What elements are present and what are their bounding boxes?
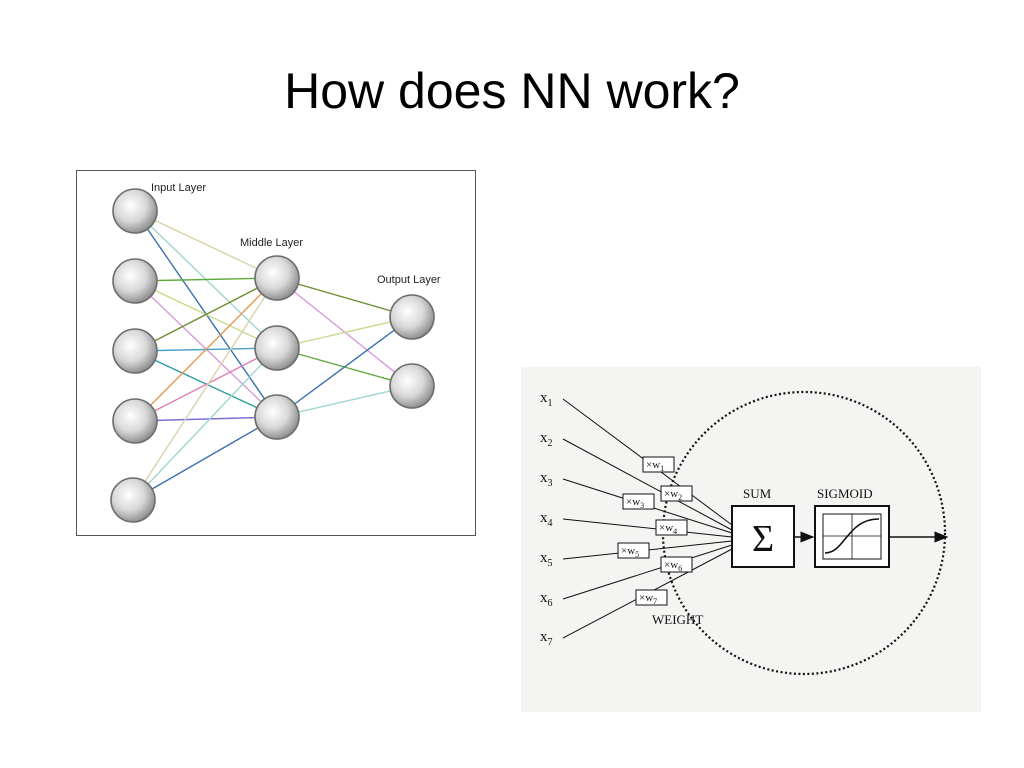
sum-symbol: Σ bbox=[752, 518, 774, 560]
input-variable-label: x5 bbox=[540, 550, 553, 569]
input-variable-label: x7 bbox=[540, 629, 553, 648]
input-line bbox=[562, 544, 733, 600]
middle-neuron bbox=[254, 255, 300, 301]
input-variable-label: x1 bbox=[540, 390, 553, 409]
weight-box bbox=[660, 485, 693, 502]
middle-output-connection bbox=[276, 277, 413, 318]
weight-box-label: ×w2 bbox=[664, 488, 682, 502]
input-middle-connection bbox=[132, 277, 278, 501]
input-variable-label: x2 bbox=[540, 430, 553, 449]
input-neuron bbox=[110, 477, 156, 523]
output-layer-label: Output Layer bbox=[377, 274, 441, 286]
weight-box-label: ×w7 bbox=[639, 592, 657, 606]
slide-title: How does NN work? bbox=[284, 63, 740, 119]
weight-boxes: ×w1 ×w2 ×w3 ×w4 ×w5 ×w6 ×w7 bbox=[617, 456, 693, 606]
input-variable-label: x4 bbox=[540, 510, 553, 529]
input-middle-connection bbox=[132, 347, 278, 501]
input-middle-connection bbox=[134, 277, 278, 282]
input-middle-connection bbox=[132, 416, 278, 501]
neuron-diagram: x1 x2 x3 x4 x5 x6 x7 ×w1 ×w2 ×w3 ×w4 ×w5 ×w6 ×w7 WEI… bbox=[540, 390, 949, 676]
weight-label: WEIGHT bbox=[652, 612, 703, 627]
input-neuron bbox=[112, 328, 158, 374]
sum-box bbox=[731, 505, 795, 568]
input-line bbox=[562, 518, 733, 538]
input-neuron bbox=[112, 258, 158, 304]
weight-box bbox=[655, 519, 688, 536]
output-neuron bbox=[389, 363, 435, 409]
weight-box bbox=[642, 456, 675, 473]
middle-layer-label: Middle Layer bbox=[240, 237, 303, 249]
input-middle-connection bbox=[134, 347, 278, 422]
weight-box bbox=[617, 542, 650, 559]
neuron-boundary bbox=[661, 390, 947, 676]
connection-lines bbox=[132, 210, 413, 501]
input-layer-label: Input Layer bbox=[151, 182, 206, 194]
input-middle-connection bbox=[134, 277, 278, 422]
input-middle-connection bbox=[134, 210, 278, 279]
input-variable-label: x6 bbox=[540, 590, 553, 609]
middle-output-connection bbox=[276, 316, 413, 418]
neuron-nodes bbox=[110, 188, 435, 523]
middle-neuron bbox=[254, 394, 300, 440]
weight-box bbox=[635, 589, 668, 606]
middle-neuron bbox=[254, 325, 300, 371]
sum-label: SUM bbox=[743, 486, 772, 501]
weight-box bbox=[660, 556, 693, 573]
weight-box bbox=[622, 493, 655, 510]
middle-output-connection bbox=[276, 316, 413, 349]
network-diagram-panel: Input Layer Middle Layer Output Layer bbox=[76, 170, 476, 536]
sigmoid-label: SIGMOID bbox=[817, 486, 873, 501]
input-labels: x1 x2 x3 x4 x5 x6 x7 bbox=[540, 390, 553, 648]
weight-box-label: ×w3 bbox=[626, 496, 644, 510]
neuron-diagram-panel: x1 x2 x3 x4 x5 x6 x7 ×w1 ×w2 ×w3 ×w4 ×w5 ×w6 ×w7 WEI… bbox=[521, 367, 981, 712]
input-variable-label: x3 bbox=[540, 470, 553, 489]
output-neuron bbox=[389, 294, 435, 340]
weight-box-label: ×w6 bbox=[664, 559, 682, 573]
weight-box-label: ×w5 bbox=[621, 545, 639, 559]
input-neuron bbox=[112, 188, 158, 234]
input-line bbox=[562, 438, 733, 531]
input-middle-connection bbox=[134, 277, 278, 352]
weight-box-label: ×w4 bbox=[659, 522, 677, 536]
input-middle-connection bbox=[134, 416, 278, 422]
weight-box-label: ×w1 bbox=[646, 459, 664, 473]
network-diagram: Input Layer Middle Layer Output Layer bbox=[110, 182, 441, 523]
middle-output-connection bbox=[276, 385, 413, 418]
sigmoid-curve bbox=[824, 518, 880, 554]
input-neuron bbox=[112, 398, 158, 444]
